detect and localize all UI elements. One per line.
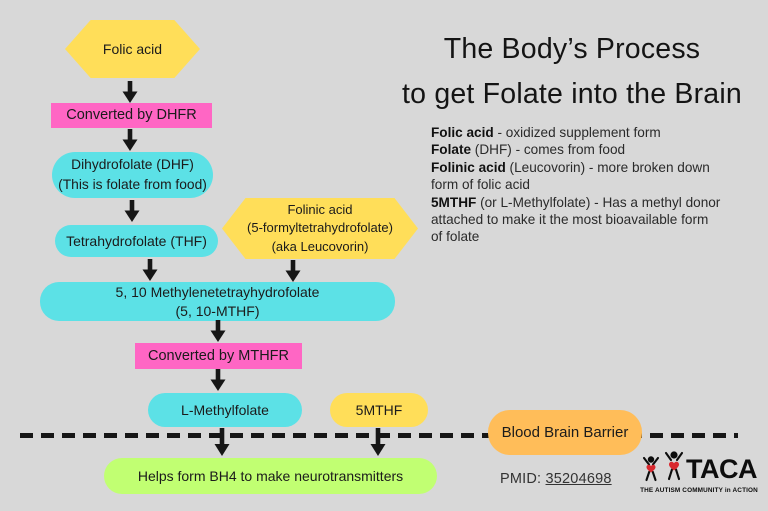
node-converted-by-mthfr: Converted by MTHFR <box>135 343 302 369</box>
page-title-line2: to get Folate into the Brain <box>402 78 742 110</box>
definitions-block: Folic acid - oxidized supplement form Fo… <box>431 124 761 246</box>
arrow-down-icon <box>121 129 139 151</box>
node-folinic-acid-line3: (aka Leucovorin) <box>271 238 369 254</box>
node-5-10-mthf-line2: (5, 10-MTHF) <box>175 302 260 319</box>
arrow-down-icon <box>123 200 141 222</box>
pmid-label: PMID: <box>500 471 542 487</box>
node-dihydrofolate-line1: Dihydrofolate (DHF) <box>71 157 194 172</box>
node-folinic-acid-line2: (5-formyltetrahydrofolate) <box>247 220 393 236</box>
node-bh4-neurotransmitters: Helps form BH4 to make neurotransmitters <box>104 458 437 494</box>
arrow-down-icon <box>121 81 139 103</box>
node-bh4-neurotransmitters-label: Helps form BH4 to make neurotransmitters <box>137 467 404 484</box>
definition-5mthf: 5MTHF (or L-Methylfolate) - Has a methyl… <box>431 194 761 246</box>
node-converted-by-dhfr-label: Converted by DHFR <box>66 107 197 124</box>
arrow-down-icon <box>284 260 302 282</box>
node-tetrahydrofolate: Tetrahydrofolate (THF) <box>55 225 218 257</box>
definition-term: 5MTHF <box>431 194 477 210</box>
node-l-methylfolate-label: L-Methylfolate <box>181 401 269 418</box>
taca-figures-icon <box>641 450 685 488</box>
definition-folinic-acid: Folinic acid (Leucovorin) - more broken … <box>431 159 761 194</box>
node-5-10-mthf: 5, 10 Methylenetetrayhydrofolate (5, 10-… <box>40 282 395 321</box>
node-l-methylfolate: L-Methylfolate <box>148 393 302 427</box>
definition-term: Folic acid <box>431 125 494 140</box>
arrow-down-icon <box>369 428 387 456</box>
node-converted-by-dhfr: Converted by DHFR <box>51 103 212 128</box>
taca-logo-name: TACA <box>686 454 757 484</box>
arrow-down-icon <box>141 259 159 281</box>
definition-term: Folate <box>431 142 472 158</box>
definition-folate: Folate (DHF) - comes from food <box>431 141 761 158</box>
arrow-down-icon <box>209 320 227 342</box>
definition-term: Folinic acid <box>431 159 506 175</box>
arrow-down-icon <box>213 428 231 456</box>
node-5mthf: 5MTHF <box>330 393 428 427</box>
page-title-line1: The Body’s Process <box>443 33 701 65</box>
taca-logo: TACA THE AUTISM COMMUNITY in ACTION <box>635 450 763 494</box>
node-dihydrofolate: Dihydrofolate (DHF) (This is folate from… <box>52 152 213 198</box>
node-tetrahydrofolate-label: Tetrahydrofolate (THF) <box>66 232 207 249</box>
node-dihydrofolate-line2: (This is folate from food) <box>58 177 207 192</box>
node-blood-brain-barrier-label: Blood Brain Barrier <box>501 423 629 441</box>
node-folic-acid-label: Folic acid <box>102 40 163 57</box>
definition-folic-acid: Folic acid - oxidized supplement form <box>431 124 761 141</box>
taca-logo-tagline: THE AUTISM COMMUNITY in ACTION <box>640 487 758 494</box>
page-title: The Body’s Process to get Folate into th… <box>378 27 766 117</box>
node-folic-acid: Folic acid <box>65 20 200 78</box>
pmid-reference: PMID: 35204698 <box>500 471 612 487</box>
definition-text: (Leucovorin) - more broken down form of … <box>431 159 710 193</box>
node-5mthf-label: 5MTHF <box>355 401 403 418</box>
arrow-down-icon <box>209 369 227 391</box>
node-folinic-acid: Folinic acid (5-formyltetrahydrofolate) … <box>222 198 418 259</box>
node-5-10-mthf-line1: 5, 10 Methylenetetrayhydrofolate <box>115 284 320 300</box>
node-blood-brain-barrier: Blood Brain Barrier <box>488 410 642 455</box>
definition-text: (or L-Methylfolate) - Has a methyl donor… <box>431 194 721 245</box>
definition-text: - oxidized supplement form <box>493 125 661 140</box>
node-converted-by-mthfr-label: Converted by MTHFR <box>147 347 289 364</box>
pmid-link[interactable]: 35204698 <box>545 471 612 487</box>
node-folinic-acid-line1: Folinic acid <box>287 201 353 217</box>
definition-text: (DHF) - comes from food <box>471 142 626 158</box>
